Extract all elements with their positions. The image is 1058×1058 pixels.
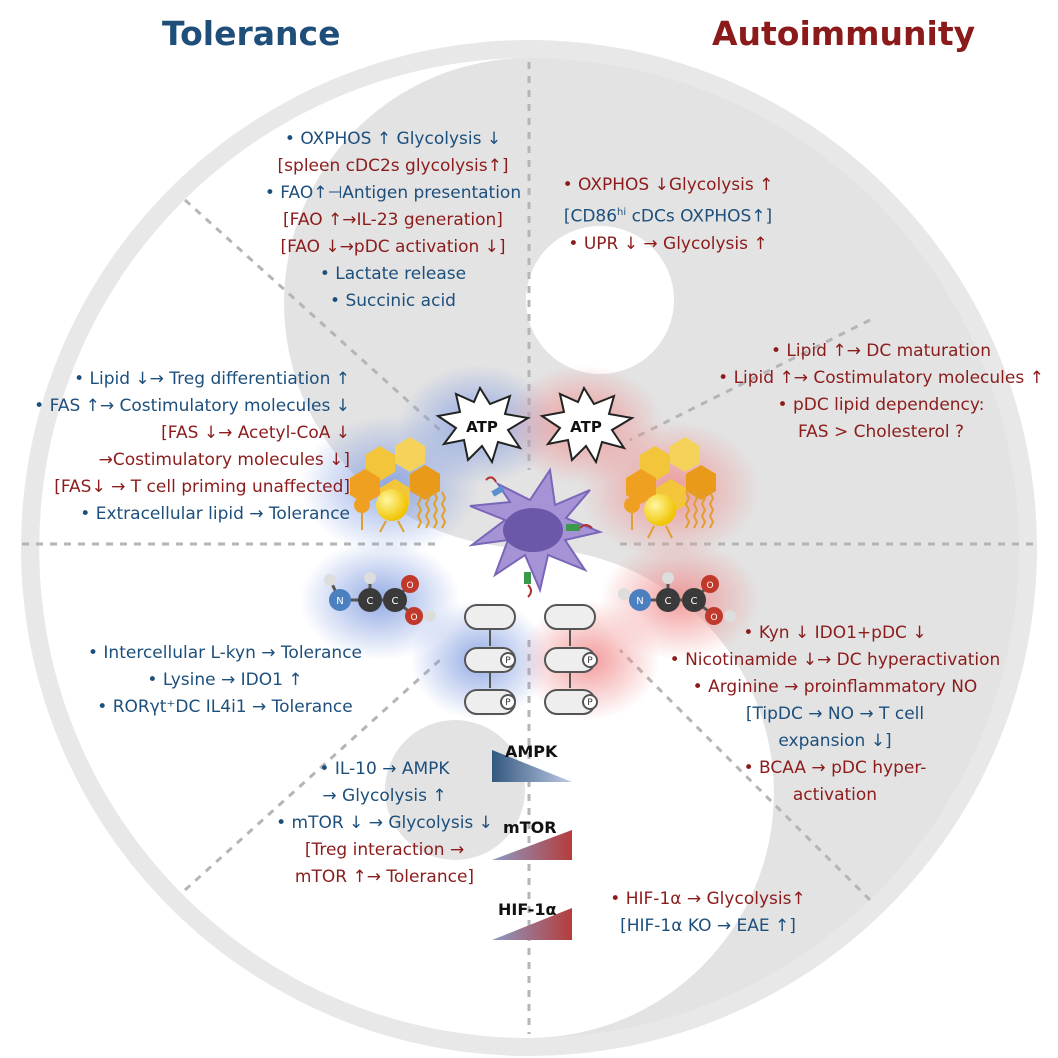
top-left-text-block: • OXPHOS ↑ Glycolysis ↓ [spleen cDC2s gl… bbox=[248, 126, 538, 315]
svg-text:P: P bbox=[587, 698, 593, 708]
svg-text:P: P bbox=[505, 698, 511, 708]
statement-line: • RORγt⁺DC IL4i1 → Tolerance bbox=[97, 697, 353, 717]
hif-label: HIF-1α bbox=[498, 900, 557, 919]
mtor-gradient-wedge bbox=[492, 830, 572, 860]
statement-line: [Treg interaction → bbox=[304, 840, 465, 860]
sector-dividers bbox=[22, 62, 1040, 1034]
signaling-cascade-left bbox=[464, 604, 516, 715]
statement-line: mTOR ↑→ Tolerance] bbox=[294, 867, 475, 887]
svg-text:C: C bbox=[665, 596, 672, 607]
ampk-gradient-wedge bbox=[492, 750, 572, 782]
top-right-text-block: • OXPHOS ↓Glycolysis ↑ [CD86hi cDCs OXPH… bbox=[548, 172, 788, 258]
svg-text:P: P bbox=[587, 656, 593, 666]
signaling-cascade-right bbox=[544, 604, 598, 715]
svg-text:N: N bbox=[636, 596, 643, 607]
statement-line: • Intercellular L-kyn → Tolerance bbox=[87, 643, 363, 663]
svg-text:O: O bbox=[410, 613, 417, 623]
atp-burst-right: ATP bbox=[539, 385, 635, 465]
statement-line: • Lactate release bbox=[319, 264, 467, 284]
atp-burst-left: ATP bbox=[435, 385, 531, 465]
mid-right-text-block: • Lipid ↑→ DC maturation • Lipid ↑→ Cost… bbox=[712, 338, 1050, 446]
statement-line: • UPR ↓ → Glycolysis ↑ bbox=[568, 233, 768, 254]
statement-line: • FAO↑⊣Antigen presentation bbox=[264, 183, 522, 203]
svg-text:C: C bbox=[392, 596, 399, 607]
statement-line: [FAO ↑→IL-23 generation] bbox=[283, 210, 503, 230]
yin-yang-grey-eye bbox=[385, 720, 525, 860]
statement-line: • Lipid ↑→ DC maturation bbox=[771, 341, 991, 361]
svg-text:O: O bbox=[406, 581, 413, 591]
low-right-text-block: • Kyn ↓ IDO1+pDC ↓ • Nicotinamide ↓→ DC … bbox=[650, 620, 1020, 809]
statement-line: • Arginine → proinflammatory NO bbox=[692, 677, 978, 697]
statement-line: [FAS ↓→ Acetyl-CoA ↓ bbox=[161, 423, 350, 443]
statement-line: • BCAA → pDC hyper- bbox=[743, 758, 927, 778]
bottom-left-text-block: • IL-10 → AMPK → Glycolysis ↑ • mTOR ↓ →… bbox=[262, 756, 507, 891]
hif-gradient-wedge bbox=[492, 908, 572, 940]
low-left-text-block: • Intercellular L-kyn → Tolerance • Lysi… bbox=[70, 640, 380, 721]
statement-line: • FAS ↑→ Costimulatory molecules ↓ bbox=[34, 396, 350, 416]
lipid-cluster-right bbox=[624, 437, 716, 539]
yin-yang-white-eye bbox=[526, 226, 674, 374]
statement-line: • mTOR ↓ → Glycolysis ↓ bbox=[276, 813, 493, 833]
atp-label-left: ATP bbox=[466, 418, 498, 436]
statement-line: • Extracellular lipid → Tolerance bbox=[80, 504, 350, 524]
heading-autoimmunity: Autoimmunity bbox=[712, 14, 976, 53]
svg-text:N: N bbox=[336, 596, 343, 607]
statement-line: [CD86hi cDCs OXPHOS↑] bbox=[563, 206, 773, 227]
statement-line: • OXPHOS ↑ Glycolysis ↓ bbox=[284, 129, 502, 149]
statement-line: expansion ↓] bbox=[778, 731, 892, 751]
statement-line: →Costimulatory molecules ↓] bbox=[98, 450, 350, 470]
statement-line: [TipDC → NO → T cell bbox=[745, 704, 925, 724]
dendritic-cell bbox=[468, 467, 604, 598]
statement-line: • Kyn ↓ IDO1+pDC ↓ bbox=[743, 623, 927, 643]
lipid-cluster-left bbox=[350, 437, 447, 533]
statement-line: → Glycolysis ↑ bbox=[322, 786, 447, 806]
statement-line: FAS > Cholesterol ? bbox=[797, 422, 965, 442]
ampk-label: AMPK bbox=[505, 742, 558, 761]
atp-label-right: ATP bbox=[570, 418, 602, 436]
svg-text:O: O bbox=[706, 581, 713, 591]
mid-left-text-block: • Lipid ↓→ Treg differentiation ↑ • FAS … bbox=[18, 366, 350, 528]
statement-line: • OXPHOS ↓Glycolysis ↑ bbox=[562, 175, 774, 195]
statement-line: [FAS↓ → T cell priming unaffected] bbox=[54, 477, 350, 497]
statement-line: [HIF-1α KO → EAE ↑] bbox=[620, 916, 796, 936]
heading-tolerance: Tolerance bbox=[162, 14, 341, 53]
bottom-right-text-block: • HIF-1α → Glycolysis↑ [HIF-1α KO → EAE … bbox=[588, 886, 828, 940]
svg-text:C: C bbox=[367, 596, 374, 607]
statement-line: • pDC lipid dependency: bbox=[777, 395, 985, 415]
statement-line: [spleen cDC2s glycolysis↑] bbox=[277, 156, 509, 176]
statement-line: • HIF-1α → Glycolysis↑ bbox=[610, 889, 806, 909]
statement-line: • IL-10 → AMPK bbox=[319, 759, 450, 779]
statement-line: • Succinic acid bbox=[330, 291, 456, 311]
statement-line: activation bbox=[792, 785, 878, 805]
statement-line: • Lipid ↑→ Costimulatory molecules ↑ bbox=[718, 368, 1044, 388]
svg-text:P: P bbox=[505, 656, 511, 666]
amino-acid-molecule-right: N C C O O bbox=[618, 572, 736, 625]
statement-line: • Nicotinamide ↓→ DC hyperactivation bbox=[669, 650, 1001, 670]
svg-text:O: O bbox=[710, 613, 717, 623]
amino-acid-molecule-left: N C C O O bbox=[324, 572, 436, 625]
statement-line: • Lipid ↓→ Treg differentiation ↑ bbox=[74, 369, 350, 389]
svg-text:C: C bbox=[691, 596, 698, 607]
mtor-label: mTOR bbox=[503, 818, 557, 837]
statement-line: [FAO ↓→pDC activation ↓] bbox=[280, 237, 506, 257]
statement-line: • Lysine → IDO1 ↑ bbox=[147, 670, 303, 690]
